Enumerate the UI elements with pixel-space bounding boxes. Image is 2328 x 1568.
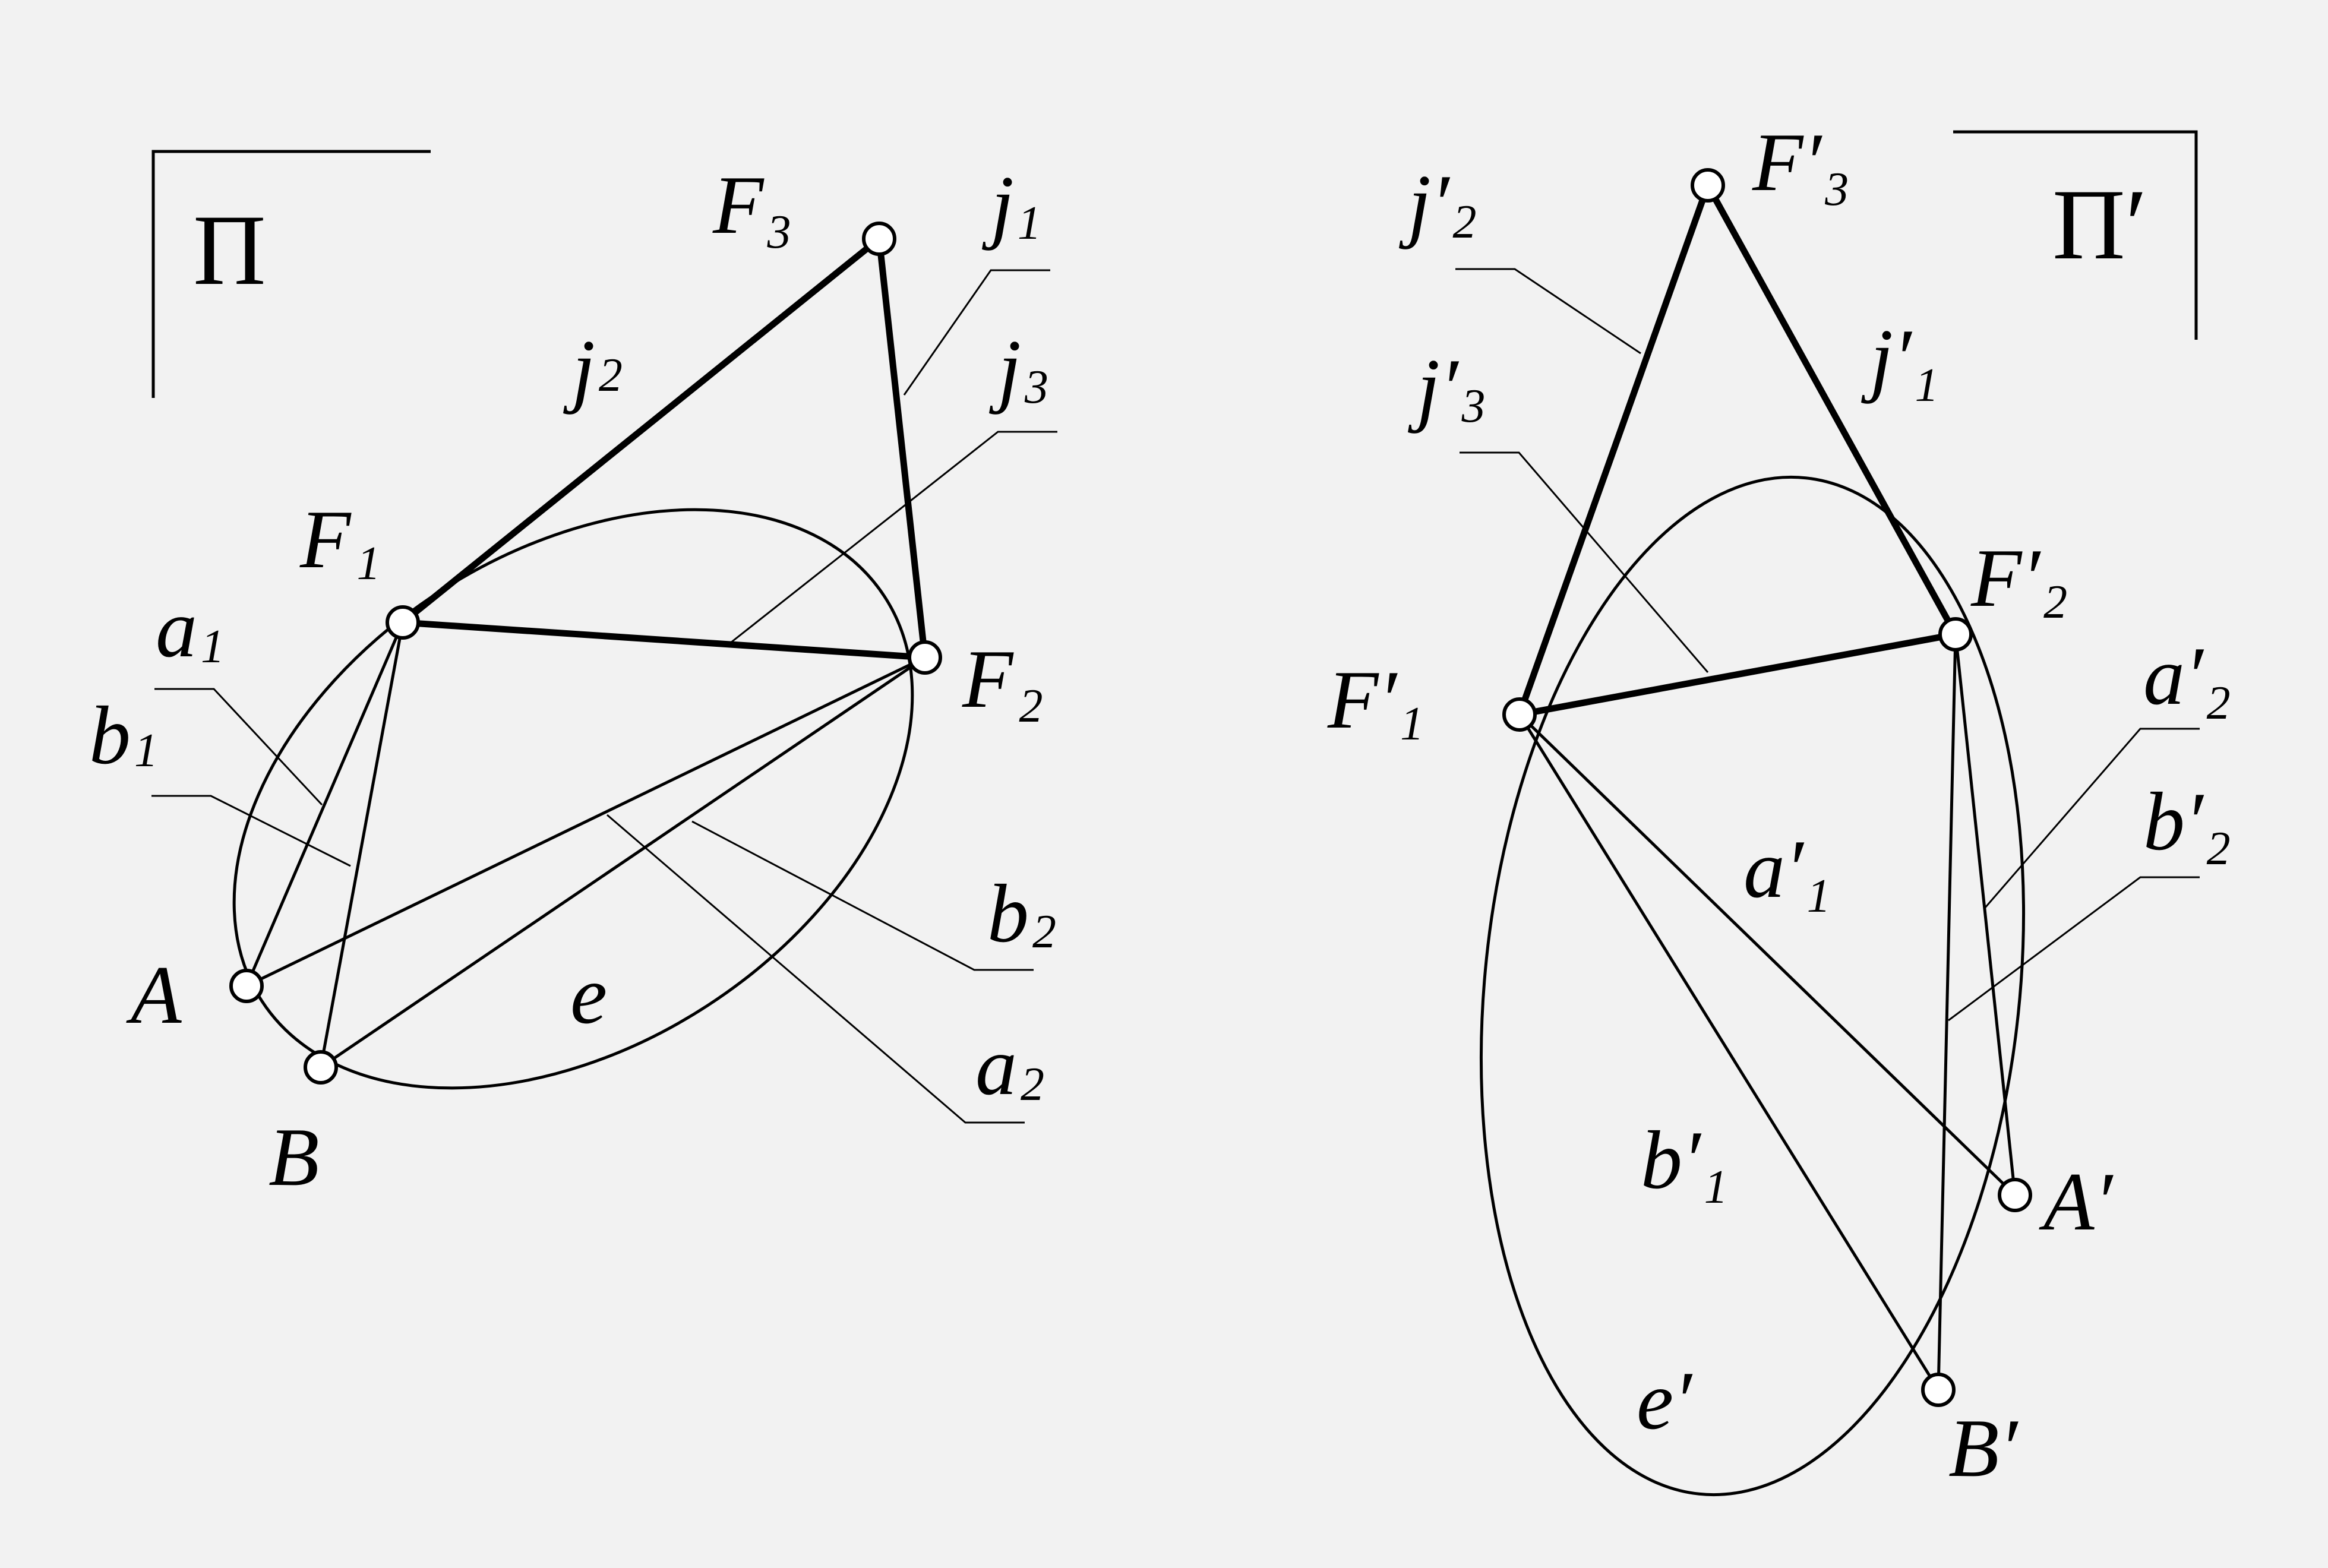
- left-leader-j3: [730, 431, 1057, 644]
- right-line-b2: [1937, 634, 1957, 1390]
- right-label-F2: F′2: [1970, 532, 2067, 628]
- right-line-a2: [1954, 634, 2017, 1196]
- left-label-a1: a1: [156, 583, 225, 675]
- right-label-B: B′: [1948, 1402, 2019, 1494]
- right-label-j2: j′2: [1399, 158, 1477, 250]
- right-leader-b2: [1948, 876, 2200, 1022]
- left-figure: [151, 150, 1057, 1124]
- left-line-b2: [320, 656, 926, 1069]
- left-line-j2: [400, 236, 882, 625]
- right-label-e: e′: [1637, 1355, 1693, 1447]
- left-line-b1: [319, 622, 405, 1068]
- right-label-A: A′: [2039, 1156, 2114, 1248]
- left-point-F2: [908, 640, 942, 675]
- right-point-F2: [1938, 617, 1973, 652]
- right-point-B: [1921, 1373, 1956, 1407]
- left-label-b1: b1: [89, 690, 158, 782]
- right-line-b1: [1518, 713, 1940, 1391]
- left-label-F3: F3: [712, 159, 791, 258]
- left-label-e: e: [570, 949, 607, 1041]
- left-leader-j1: [903, 269, 1050, 396]
- left-leader-a1: [154, 688, 323, 806]
- left-line-j3: [402, 619, 925, 661]
- right-label-b1: b′1: [1641, 1114, 1728, 1213]
- right-label-j1: j′1: [1861, 312, 1939, 412]
- left-line-a2: [245, 656, 926, 988]
- right-labels: Π′ F′3 j′2 j′1 j′3 F′2 F′1 a′2 b′2 a′1 b…: [1327, 116, 2231, 1494]
- left-leader-b1: [151, 795, 351, 867]
- right-line-j3: [1519, 631, 1956, 718]
- right-plane-frame: [1953, 130, 2198, 340]
- right-leader-a2: [1984, 728, 2200, 908]
- left-plane-label: Π: [193, 194, 266, 306]
- right-point-A: [1998, 1178, 2032, 1212]
- right-point-F3: [1691, 168, 1725, 203]
- right-leader-j3: [1460, 451, 1709, 673]
- left-label-b2: b2: [987, 868, 1056, 960]
- left-label-B: B: [269, 1111, 320, 1203]
- right-label-F1: F′1: [1327, 654, 1424, 750]
- left-line-a1: [245, 622, 405, 987]
- right-label-j3: j′3: [1408, 342, 1486, 434]
- right-line-j2: [1516, 184, 1711, 716]
- right-plane-label: Π′: [2052, 169, 2147, 280]
- left-leader-b2: [691, 820, 1034, 971]
- right-line-a1: [1518, 713, 2016, 1196]
- right-line-j1: [1705, 184, 1959, 636]
- right-ellipse-e: [1480, 475, 2025, 1497]
- right-point-F1: [1502, 697, 1537, 732]
- right-label-b2: b′2: [2143, 776, 2231, 875]
- left-point-B: [304, 1050, 338, 1085]
- right-label-F3: F′3: [1752, 116, 1849, 216]
- left-point-F1: [386, 605, 420, 640]
- left-point-F3: [862, 222, 896, 256]
- left-label-A: A: [126, 949, 182, 1041]
- right-leader-j2: [1455, 268, 1641, 355]
- right-label-a2: a′2: [2143, 630, 2231, 729]
- left-label-a2: a2: [975, 1020, 1044, 1112]
- right-label-a1: a′1: [1743, 823, 1831, 922]
- left-leader-a2: [607, 814, 1025, 1124]
- left-plane-frame: [151, 150, 431, 398]
- right-figure: [1455, 130, 2200, 1497]
- left-point-A: [229, 969, 264, 1003]
- left-line-j1: [876, 238, 928, 658]
